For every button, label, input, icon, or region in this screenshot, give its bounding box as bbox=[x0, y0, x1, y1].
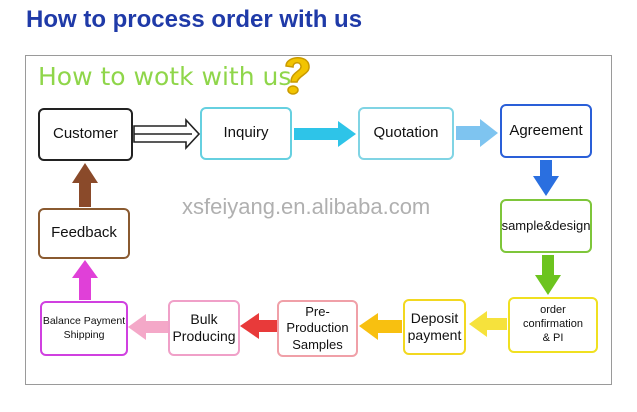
arrow-feedback-to-customer bbox=[72, 163, 98, 207]
question-mark-icon bbox=[285, 57, 310, 95]
step-balance-payment-shipping: Balance Payment Shipping bbox=[40, 301, 128, 356]
step-deposit-payment: Deposit payment bbox=[403, 299, 466, 355]
step-bulk-producing: Bulk Producing bbox=[168, 300, 240, 356]
arrow-quotation-to-agreement bbox=[456, 119, 498, 147]
step-balance-line1: Balance Payment bbox=[42, 315, 126, 328]
step-order-confirmation: order confirmation & PI bbox=[508, 297, 598, 353]
step-quotation: Quotation bbox=[358, 107, 454, 160]
step-feedback-label: Feedback bbox=[51, 224, 117, 242]
step-customer-label: Customer bbox=[52, 125, 119, 143]
page-title: How to process order with us bbox=[26, 6, 363, 33]
step-sample-design-label: sample&design bbox=[501, 217, 591, 233]
step-order-confirmation-line1: order confirmation bbox=[523, 304, 583, 331]
step-bulk-line1: Bulk bbox=[190, 310, 218, 327]
arrow-bulk-to-balance bbox=[128, 314, 168, 340]
arrow-preproduction-to-bulk bbox=[240, 313, 277, 339]
step-pre-production-samples: Pre-Production Samples bbox=[277, 300, 358, 357]
watermark: xsfeiyang.en.alibaba.com bbox=[182, 194, 431, 219]
arrow-inquiry-to-quotation bbox=[294, 121, 356, 147]
arrow-agreement-to-sample bbox=[533, 160, 559, 196]
arrow-customer-to-inquiry bbox=[133, 117, 201, 151]
step-pre-production-line2: Samples bbox=[292, 336, 343, 352]
step-feedback: Feedback bbox=[38, 208, 130, 259]
step-order-confirmation-line2: & PI bbox=[542, 331, 564, 344]
arrow-deposit-to-preproduction bbox=[359, 313, 402, 340]
arrow-order-to-deposit bbox=[469, 311, 507, 337]
step-bulk-line2: Producing bbox=[172, 328, 236, 344]
step-balance-line2: Shipping bbox=[63, 328, 105, 341]
diagram-subtitle: How to wotk with us bbox=[38, 62, 292, 91]
step-agreement-label: Agreement bbox=[509, 121, 583, 139]
arrow-balance-to-feedback bbox=[72, 260, 98, 300]
step-agreement: Agreement bbox=[500, 104, 592, 158]
arrow-sample-to-order bbox=[535, 255, 561, 295]
step-quotation-label: Quotation bbox=[373, 124, 439, 142]
step-deposit-line2: payment bbox=[407, 327, 462, 343]
step-pre-production-line1: Pre-Production bbox=[286, 304, 349, 336]
step-deposit-line1: Deposit bbox=[410, 309, 459, 326]
step-inquiry-label: Inquiry bbox=[223, 124, 269, 142]
step-customer: Customer bbox=[38, 108, 133, 161]
step-inquiry: Inquiry bbox=[200, 107, 292, 160]
step-sample-design: sample&design bbox=[500, 199, 592, 253]
